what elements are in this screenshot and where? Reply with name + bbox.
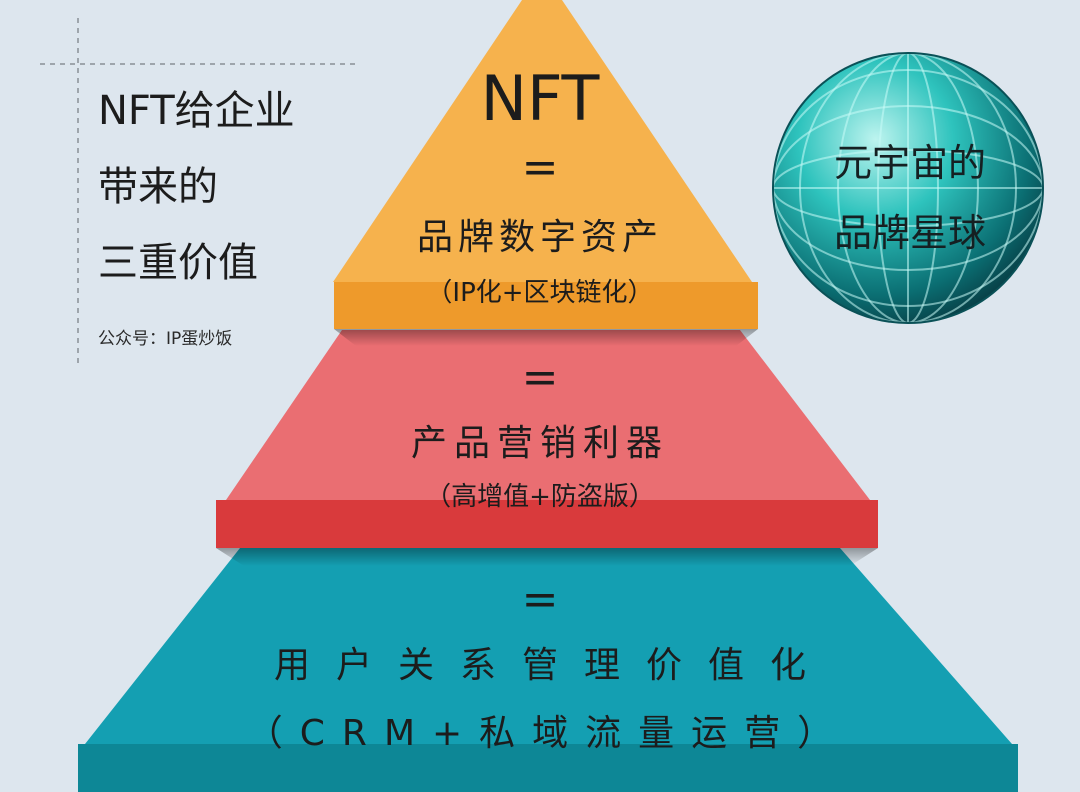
top-tier-detail: （IP化+区块链化） [0,272,1080,309]
bottom-tier-equals: = [0,578,1080,622]
top-tier-shadow [334,329,758,346]
bottom-tier-detail: （CRM+私域流量运营） [0,704,1080,756]
middle-tier-shadow [216,548,878,566]
middle-tier-value: 产品营销利器 [0,414,1080,466]
bottom-tier-value: 用户关系管理价值化 [0,636,1080,688]
middle-tier-equals: = [0,356,1080,400]
top-tier-value: 品牌数字资产 [0,208,1080,260]
credit-text: 公众号：IP蛋炒饭 [98,324,232,349]
middle-tier-detail: （高增值+防盗版） [0,476,1080,513]
top-tier-equals: = [0,146,1080,190]
top-tier-label: NFT [0,62,1080,135]
